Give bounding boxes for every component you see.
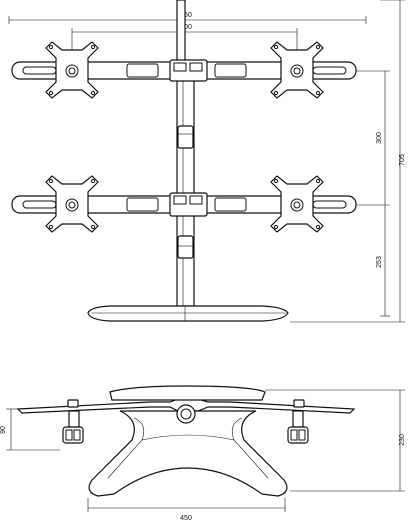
upper-arm [11, 59, 357, 82]
upper-left-vesa-plate [45, 41, 99, 99]
label-lower-height: 253 [376, 256, 383, 268]
label-overall-width: 750 [180, 12, 192, 19]
label-base-width: 450 [180, 515, 192, 522]
dimension-side-height: 230 [265, 389, 406, 492]
lower-left-vesa-plate [45, 175, 99, 233]
label-side-offset: 90 [0, 426, 7, 434]
label-total-height: 705 [399, 154, 406, 166]
label-vesa-spacing: 500 [180, 24, 192, 31]
dimension-base-width: 450 [87, 498, 286, 522]
dimension-lower-height: 253 [376, 205, 390, 317]
side-left-tilt-head [62, 399, 84, 444]
lower-arm [11, 192, 357, 217]
side-base [88, 404, 288, 497]
side-right-tilt-head [287, 399, 309, 444]
dimension-total-height: 705 [290, 0, 406, 323]
label-side-height: 230 [399, 434, 406, 446]
upper-right-vesa-plate [270, 41, 324, 99]
dimension-side-offset: 90 [0, 408, 60, 451]
front-view: 750 500 [8, 0, 406, 323]
dimension-tier-spacing: 300 [356, 70, 390, 206]
center-pole [176, 0, 195, 307]
dimension-overall-width: 750 [8, 12, 367, 24]
side-view: 230 90 [0, 385, 406, 522]
front-base [87, 305, 289, 322]
label-tier-spacing: 300 [376, 132, 383, 144]
lower-right-vesa-plate [270, 175, 324, 233]
